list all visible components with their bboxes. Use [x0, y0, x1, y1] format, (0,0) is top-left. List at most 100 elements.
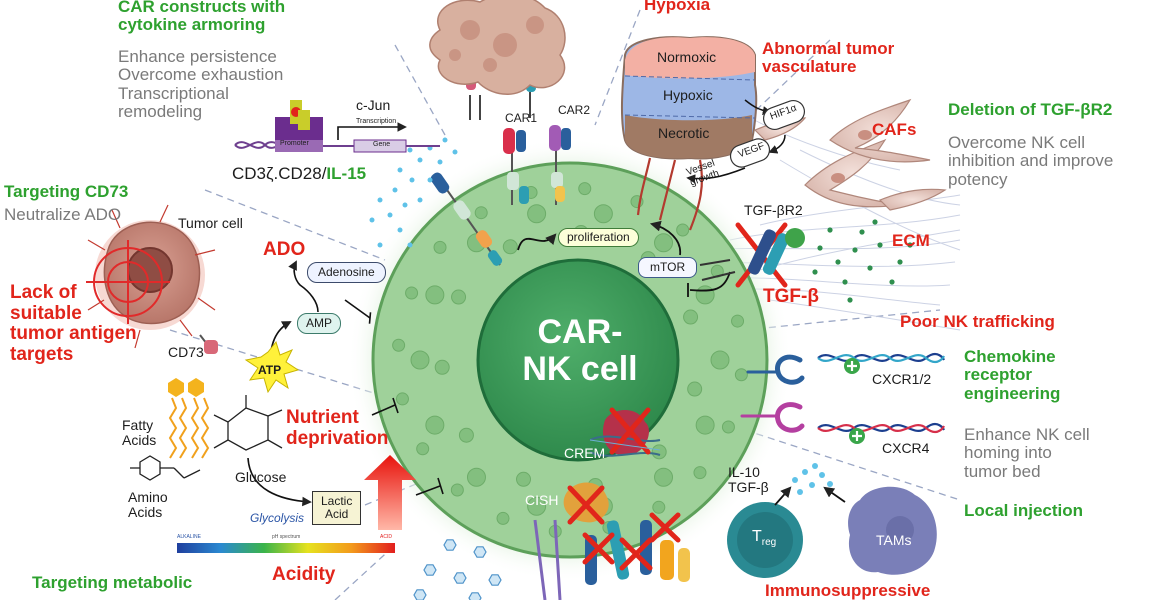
targeting-metabolic-label: Targeting metabolic — [32, 573, 193, 592]
cytokine-dot — [407, 147, 413, 153]
vesicle — [654, 233, 674, 253]
vesicle — [676, 223, 690, 237]
glycolysis-arrow — [247, 457, 312, 507]
chemokine-receptors — [740, 354, 805, 433]
cytokine-dot — [427, 177, 433, 183]
transcription-label: Transcription — [356, 118, 397, 125]
ecm-dot — [827, 227, 833, 233]
bottom-molecule — [453, 572, 467, 584]
ecm-dot — [835, 259, 841, 265]
plus-badges — [844, 358, 865, 444]
ecm-dot — [877, 242, 883, 248]
ecm-dot — [859, 229, 865, 235]
promoter-label: Promoter — [280, 140, 309, 147]
cytokine-dot — [397, 167, 403, 173]
bottom-molecules — [413, 539, 502, 600]
nucleus-dna — [589, 439, 661, 451]
tumor-cell-left — [86, 204, 218, 354]
knockout-crosses — [567, 222, 788, 571]
ecm-dot — [907, 242, 913, 248]
genetic-construct — [234, 100, 440, 153]
cafs-label: CAFs — [872, 120, 917, 139]
vesicle — [695, 415, 715, 435]
acidity-label: Acidity — [272, 564, 336, 585]
vesicle — [527, 496, 547, 516]
cytokine-dot — [827, 481, 833, 487]
vesicle — [693, 466, 707, 480]
fatty-acids-label: Fatty Acids — [122, 417, 157, 449]
abnormal-vasculature-label: Abnormal tumor vasculature — [762, 39, 895, 77]
car-construct-formula: CD3ζ.CD28/IL-15 — [232, 164, 367, 183]
ecm-dot — [812, 269, 818, 275]
tumor-top — [429, 0, 566, 95]
cytoplasm-vesicles — [392, 182, 748, 538]
cell-nucleus — [476, 258, 680, 462]
signal-arrows — [517, 220, 731, 297]
immunosuppressive-label: Immunosuppressive — [765, 581, 931, 600]
hypoxia-label: Hypoxia — [644, 0, 711, 14]
tgfbr2-deletion-points: Overcome NK cell inhibition and improve … — [948, 133, 1114, 189]
cxcr4-label: CXCR4 — [882, 440, 930, 456]
vesicle — [578, 182, 592, 196]
targeting-cd73-title: Targeting CD73 — [4, 182, 129, 201]
car-constructs-points: Enhance persistence Overcome exhaustion … — [118, 47, 284, 122]
cytokine-secretion — [792, 463, 833, 495]
bottom-molecule — [488, 574, 502, 586]
cytokine-dot — [812, 463, 818, 469]
adenosine-badge: Adenosine — [307, 262, 386, 283]
ecm-dot — [872, 219, 878, 225]
lactic-inhibition — [371, 397, 444, 496]
il10-tgfb-label: IL-10 TGF-β — [728, 464, 769, 496]
bottom-molecule — [473, 546, 487, 558]
cytokine-dot — [442, 137, 448, 143]
ecm-particles — [812, 219, 913, 303]
ecm-dot — [889, 279, 895, 285]
necrotic-label: Necrotic — [658, 125, 710, 141]
vesicle — [502, 239, 518, 255]
cytokine-dot — [809, 482, 815, 488]
ph-alkaline-label: ALKALINE — [177, 534, 201, 540]
ecm-label: ECM — [892, 231, 930, 250]
cytokine-dot — [407, 242, 413, 248]
gene-label: Gene — [373, 141, 391, 148]
amp-badge: AMP — [297, 313, 342, 334]
vesicle — [527, 204, 547, 224]
vesicle — [458, 427, 474, 443]
car-nk-cell-title: CAR- NK cell — [522, 313, 638, 388]
cytokine-dot — [369, 217, 375, 223]
vesicle — [683, 309, 699, 325]
cytokine-dot — [377, 197, 383, 203]
vesicle — [516, 471, 532, 487]
vesicle — [466, 467, 486, 487]
cytokine-dot — [802, 469, 808, 475]
cytokine-dot — [792, 477, 798, 483]
vesicle — [416, 442, 430, 456]
ado-label: ADO — [263, 239, 306, 260]
cytokine-dot — [437, 159, 443, 165]
lactic-acid-box: Lactic Acid — [312, 491, 362, 525]
hypoxic-label: Hypoxic — [663, 87, 713, 103]
vesicle — [734, 368, 748, 382]
nutrient-deprivation-label: Nutrient deprivation — [286, 407, 389, 449]
chemokine-engineering-title: Chemokine receptor engineering — [964, 347, 1061, 403]
mtor-badge: mTOR — [638, 257, 698, 278]
tgfbr2-deletion-title: Deletion of TGF-βR2 — [948, 100, 1113, 119]
cytokine-dot — [797, 489, 803, 495]
ecm-fibers — [699, 114, 961, 331]
cytokine-dot — [402, 202, 408, 208]
vesicle — [392, 338, 406, 352]
vesicle — [496, 511, 510, 525]
vesicle — [451, 289, 467, 305]
vesicle — [652, 500, 666, 514]
vesicle — [405, 286, 419, 300]
ph-acid-label: ACID — [380, 534, 392, 540]
ecm-dot — [897, 259, 903, 265]
vesicle — [395, 392, 409, 406]
car1-label: CAR1 — [505, 111, 538, 125]
vesicle — [710, 350, 730, 370]
vesicle — [654, 467, 674, 487]
tgfbr2-label: TGF-βR2 — [744, 202, 803, 218]
amino-acids-label: Amino Acids — [128, 489, 168, 521]
lack-of-targets-label: Lack of suitable tumor antigen targets — [10, 282, 137, 365]
vesicle — [434, 359, 450, 375]
